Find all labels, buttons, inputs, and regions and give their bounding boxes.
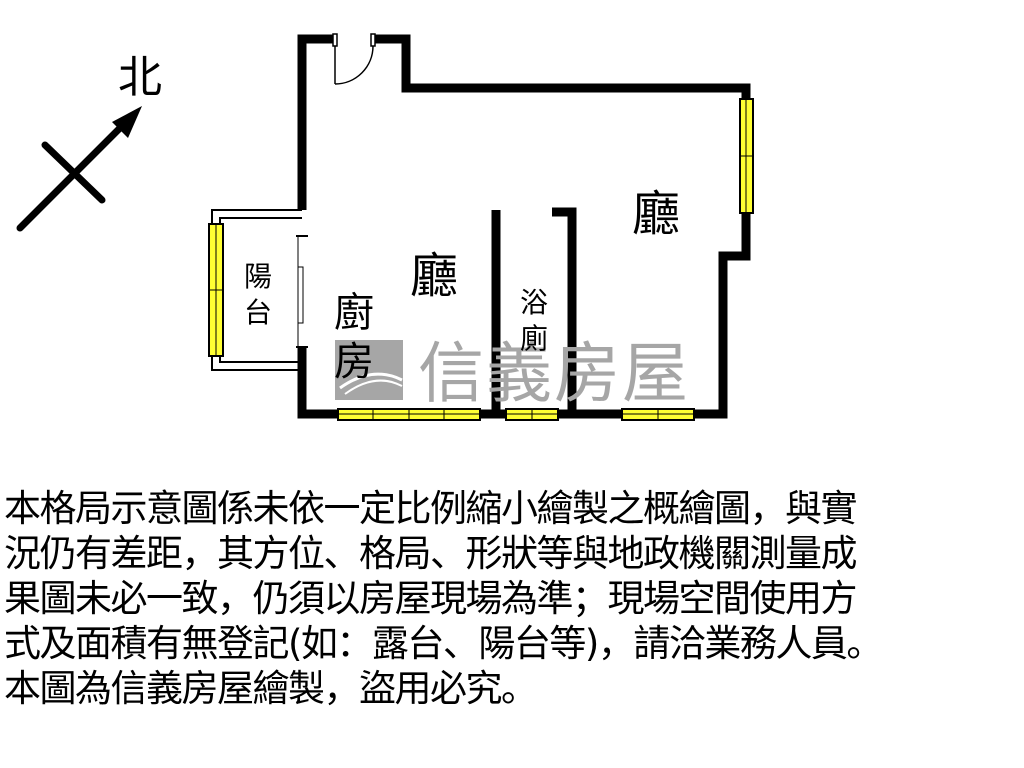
disclaimer-line: 本格局示意圖係未依一定比例縮小繪製之概繪圖，與實 (4, 487, 858, 530)
north-arrow-icon: 北 (16, 52, 162, 232)
room-label-kitchen-1: 廚 (334, 290, 374, 336)
room-label-living-main: 廳 (410, 248, 458, 304)
watermark-text: 信義房屋 (418, 335, 690, 412)
walls (297, 34, 751, 419)
room-label-bath-1: 浴 (520, 286, 548, 319)
disclaimer-text: 本格局示意圖係未依一定比例縮小繪製之概繪圖，與實 況仍有差距，其方位、格局、形狀… (4, 486, 1024, 711)
north-label: 北 (118, 52, 162, 103)
room-label-bath-2: 廁 (520, 322, 548, 355)
room-label-balcony-2: 台 (244, 296, 272, 329)
balcony (208, 209, 308, 371)
balcony-window (208, 223, 224, 357)
east-window (739, 98, 754, 214)
watermark-logo (335, 340, 403, 400)
disclaimer-line: 式及面積有無登記(如：露台、陽台等)，請洽業務人員。 (4, 622, 883, 665)
disclaimer-line: 況仍有差距，其方位、格局、形狀等與地政機關測量成 (4, 532, 858, 575)
disclaimer-line: 本圖為信義房屋繪製，盜用必究。 (4, 667, 538, 710)
entry-door (332, 33, 376, 85)
room-label-living-east: 廳 (632, 186, 680, 242)
floor-plan: 北 (16, 33, 754, 421)
disclaimer-line: 果圖未必一致，仍須以房屋現場為準；現場空間使用方 (4, 577, 858, 620)
room-label-kitchen-2: 房 (334, 339, 374, 385)
bottom-windows (337, 408, 695, 421)
brand-watermark: 信義房屋 (335, 335, 690, 412)
room-label-balcony-1: 陽 (244, 260, 272, 293)
